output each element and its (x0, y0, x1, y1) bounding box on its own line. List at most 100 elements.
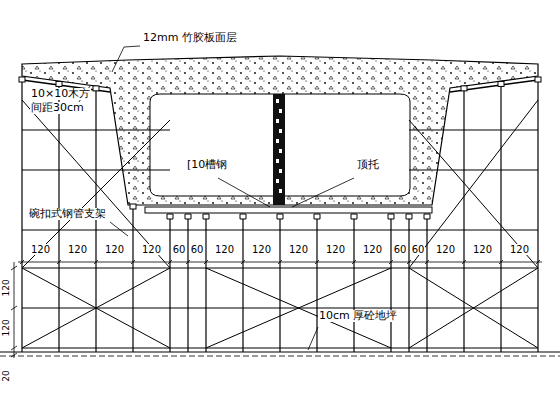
plywood-layer (450, 80, 538, 92)
column-mark (279, 149, 282, 153)
scaffold-tube (22, 348, 538, 349)
scaffold-tube (408, 219, 409, 352)
timber-square (56, 81, 62, 86)
scaffold-tube (21, 82, 22, 352)
spacing-note: 间距30cm (30, 102, 85, 114)
column-mark (279, 109, 282, 113)
dimension-tick (168, 260, 172, 264)
scaffold-tube (409, 170, 538, 171)
column-mark (276, 139, 279, 143)
dimension-tick (407, 260, 411, 264)
jack-head (424, 214, 430, 219)
timber-square (19, 77, 25, 82)
jack-head (203, 214, 209, 219)
leader-line (308, 327, 318, 350)
dimension-text: 60 (172, 244, 187, 255)
material-note: 10cm 厚砼地坪 (318, 310, 398, 322)
part-label: [10槽钢 (186, 159, 228, 171)
scaffold-tube (22, 130, 170, 131)
column-mark (279, 129, 282, 133)
dimension-tick (11, 306, 17, 310)
dimension-text: 120 (30, 244, 51, 255)
dimension-text: 120 (362, 244, 383, 255)
brace (22, 268, 170, 348)
brace (206, 268, 391, 348)
brace (409, 120, 538, 268)
leader-line (110, 222, 128, 236)
scaffold-tube (316, 219, 317, 352)
scaffold-tube (409, 130, 538, 131)
jack-head (185, 214, 191, 219)
dimension-tick (186, 260, 190, 264)
jack-head (167, 214, 173, 219)
scaffold-tube (22, 308, 538, 309)
box-girder (22, 56, 538, 205)
jack-head (406, 214, 412, 219)
leader-line (218, 178, 270, 207)
dimension-text: 120 (67, 244, 88, 255)
brace (22, 100, 170, 268)
column-mark (276, 99, 279, 103)
dimension-text: 120 (288, 244, 309, 255)
dimension-line (14, 262, 15, 358)
scaffold-tube (279, 219, 280, 352)
brace (22, 120, 170, 268)
jack-head (351, 214, 357, 219)
part-label: 碗扣式钢管支架 (28, 208, 107, 220)
dimension-text: 60 (393, 244, 408, 255)
leader-line (112, 46, 140, 72)
scaffold-tube (22, 170, 170, 171)
dimension-text: 120 (104, 244, 125, 255)
dimension-text: 120 (214, 244, 235, 255)
scaffold-tube (169, 219, 170, 352)
jack-head (388, 214, 394, 219)
dimension-text: 20 (2, 369, 12, 382)
dimension-text: 60 (190, 244, 205, 255)
dimension-tick (11, 266, 17, 270)
ground-line (0, 351, 560, 352)
material-note: 12mm 竹胶板面层 (142, 32, 238, 44)
column-mark (276, 119, 279, 123)
dimension-tick (499, 260, 503, 264)
leader-line (292, 178, 354, 207)
jack-head (314, 214, 320, 219)
dimension-text: 120 (325, 244, 346, 255)
dimension-tick (57, 260, 61, 264)
dimension-tick (11, 346, 17, 350)
dimension-tick (94, 260, 98, 264)
dimension-tick (425, 260, 429, 264)
timber-square (461, 86, 467, 91)
column-mark (276, 159, 279, 163)
scaffold-tube (22, 268, 538, 269)
scaffold-tube (409, 230, 538, 231)
dimension-tick (315, 260, 319, 264)
dimension-tick (462, 260, 466, 264)
brace (409, 268, 538, 348)
scaffold-tube (187, 219, 188, 352)
part-label: 顶托 (356, 159, 380, 171)
material-note: 10×10木方 (30, 88, 91, 100)
column-mark (276, 179, 279, 183)
scaffold-tube (205, 219, 206, 352)
scaffold-tube (426, 219, 427, 352)
dimension-text: 120 (2, 278, 12, 297)
scaffold-tube (170, 230, 409, 231)
column-mark (279, 189, 282, 193)
dimension-tick (204, 260, 208, 264)
dimension-text: 120 (472, 244, 493, 255)
scaffold-tube (390, 219, 391, 352)
timber-square (130, 204, 136, 209)
timber-square (93, 86, 99, 91)
dimension-tick (241, 260, 245, 264)
dimension-text: 60 (411, 244, 426, 255)
dimension-tick (131, 260, 135, 264)
ground-line (0, 356, 560, 357)
dimension-tick (20, 260, 24, 264)
scaffold-group (0, 46, 560, 358)
scaffold-tube (537, 82, 538, 352)
dimension-tick (278, 260, 282, 264)
column-mark (279, 169, 282, 173)
scaffold-tube (22, 230, 170, 231)
scaffold-tube (500, 86, 501, 352)
center-column (273, 94, 285, 205)
